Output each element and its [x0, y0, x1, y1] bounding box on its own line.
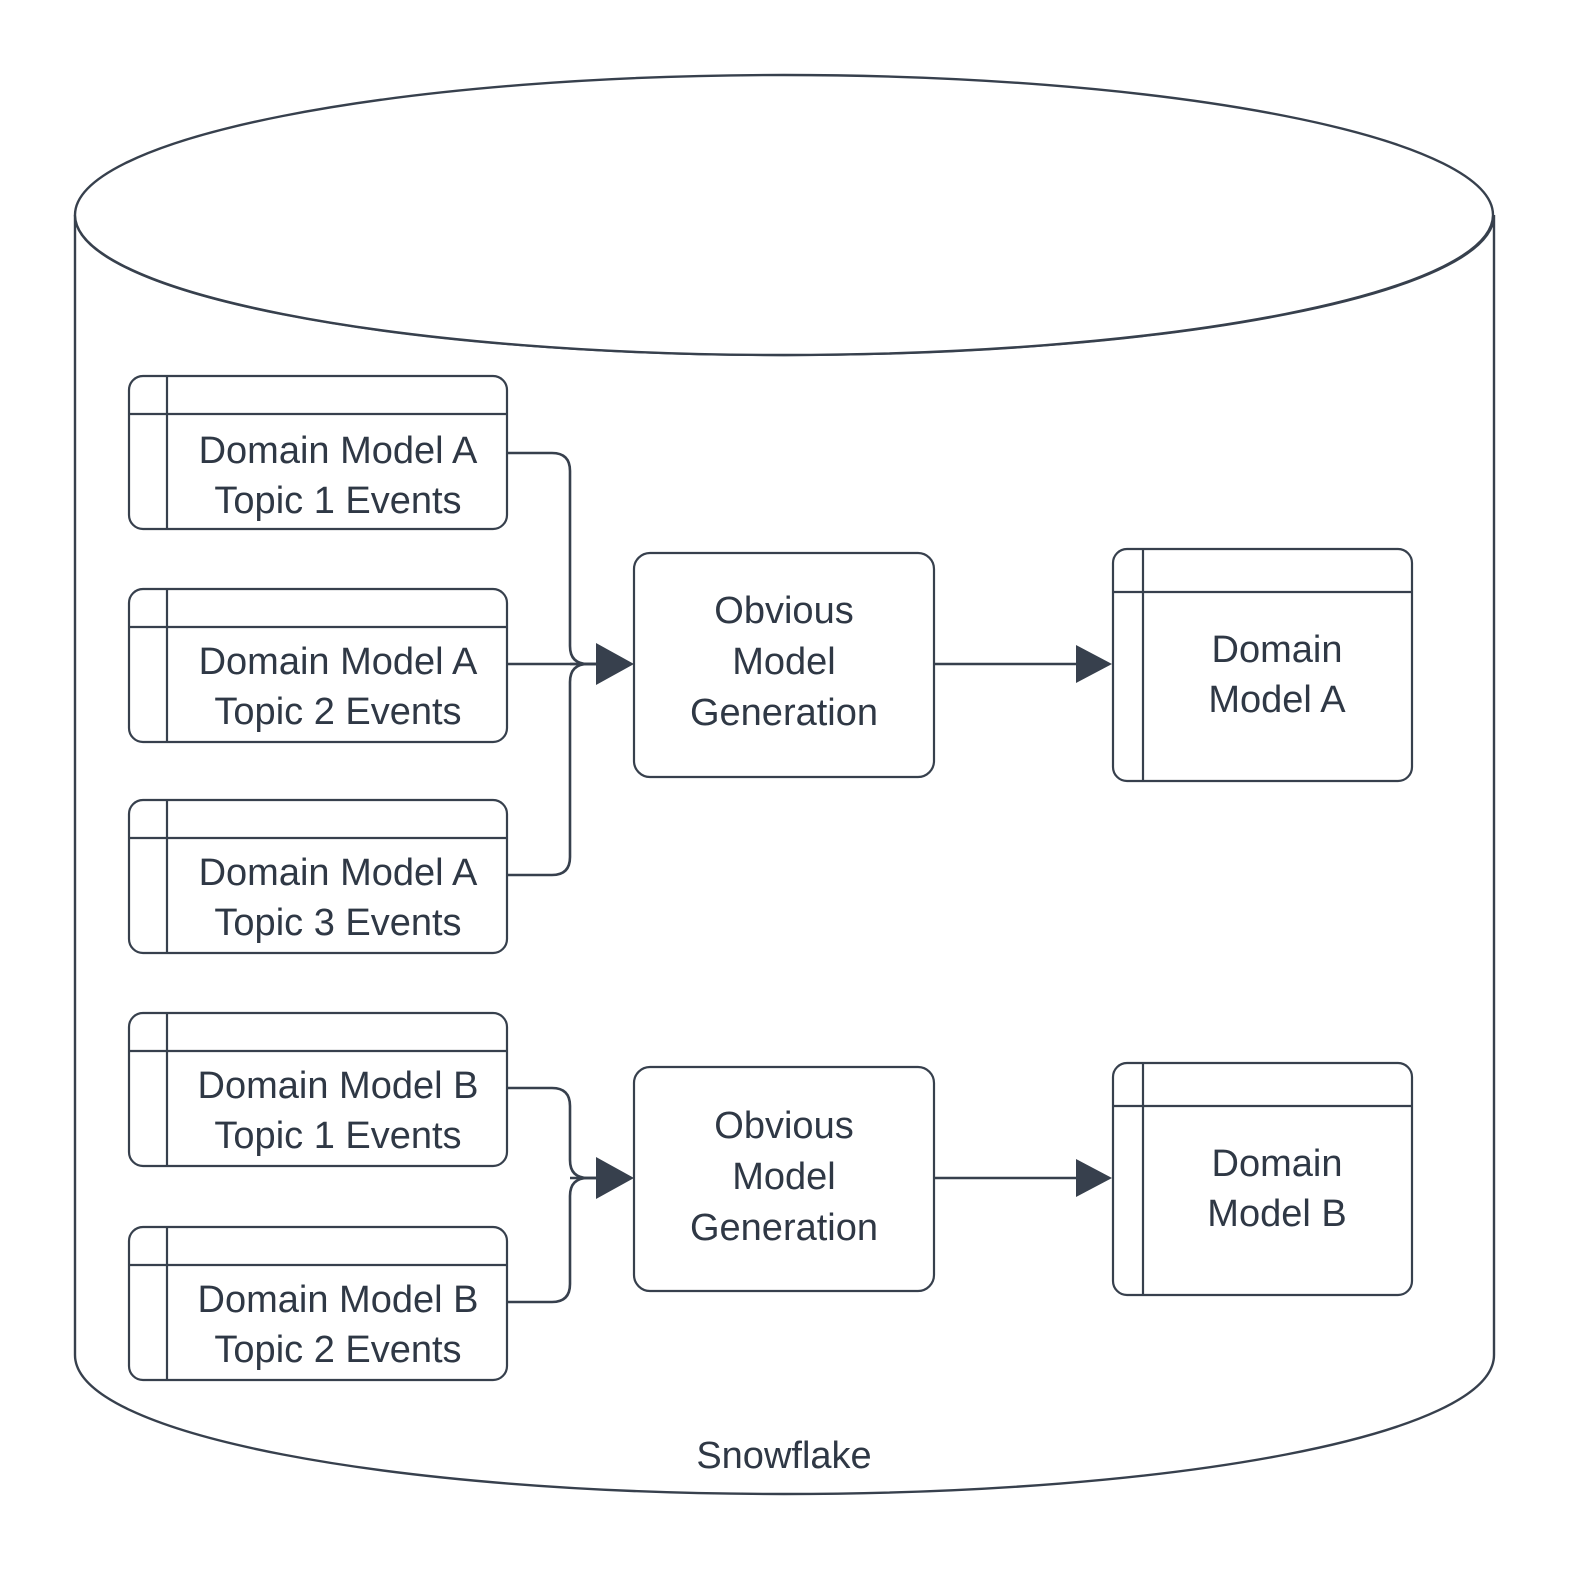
source-table-a3[interactable]: Domain Model A Topic 3 Events: [127, 798, 509, 955]
source-table-a1[interactable]: Domain Model A Topic 1 Events: [127, 374, 509, 531]
process-box-a-line2: Model: [732, 641, 836, 683]
arrow-head-into-proc-b: [596, 1157, 634, 1199]
arrow-head-into-out-b: [1076, 1159, 1112, 1197]
output-table-a[interactable]: Domain Model A: [1111, 547, 1414, 783]
source-table-b2[interactable]: Domain Model B Topic 2 Events: [127, 1225, 509, 1382]
arrow-head-into-proc-a: [596, 643, 634, 685]
process-outline: [632, 1065, 936, 1293]
connector-proc-b-to-out-b: [934, 1159, 1112, 1197]
process-box-a-line3: Generation: [690, 692, 878, 734]
source-table-a2[interactable]: Domain Model A Topic 2 Events: [127, 587, 509, 744]
process-box-b[interactable]: Obvious Model Generation: [632, 1065, 936, 1293]
output-table-b[interactable]: Domain Model B: [1111, 1061, 1414, 1297]
output-table-a-line2: Model A: [1208, 679, 1346, 721]
table-outline: [1111, 1061, 1414, 1297]
source-table-a2-line1: Domain Model A: [199, 641, 478, 683]
connector-group-a: [507, 451, 634, 877]
source-table-b1-line2: Topic 1 Events: [214, 1115, 461, 1157]
connector-group-b: [507, 1086, 634, 1304]
process-box-a-line1: Obvious: [714, 590, 853, 632]
source-table-b2-line1: Domain Model B: [198, 1279, 479, 1321]
table-outline: [1111, 547, 1414, 783]
source-table-a3-line1: Domain Model A: [199, 852, 478, 894]
source-table-b1-line1: Domain Model B: [198, 1065, 479, 1107]
process-box-b-line3: Generation: [690, 1207, 878, 1249]
output-table-b-line2: Model B: [1207, 1193, 1346, 1235]
source-table-a2-line2: Topic 2 Events: [214, 691, 461, 733]
source-table-a1-line1: Domain Model A: [199, 430, 478, 472]
container-label-snowflake: Snowflake: [696, 1435, 871, 1477]
arrow-head-into-out-a: [1076, 645, 1112, 683]
output-table-b-line1: Domain: [1212, 1143, 1343, 1185]
source-table-b2-line2: Topic 2 Events: [214, 1329, 461, 1371]
source-table-a3-line2: Topic 3 Events: [214, 902, 461, 944]
process-outline: [632, 551, 936, 779]
cylinder-top-ellipse: [73, 73, 1495, 357]
process-box-b-line1: Obvious: [714, 1105, 853, 1147]
process-box-b-line2: Model: [732, 1156, 836, 1198]
process-box-a[interactable]: Obvious Model Generation: [632, 551, 936, 779]
source-table-a1-line2: Topic 1 Events: [214, 480, 461, 522]
connector-proc-a-to-out-a: [934, 645, 1112, 683]
source-table-b1[interactable]: Domain Model B Topic 1 Events: [127, 1011, 509, 1168]
output-table-a-line1: Domain: [1212, 629, 1343, 671]
